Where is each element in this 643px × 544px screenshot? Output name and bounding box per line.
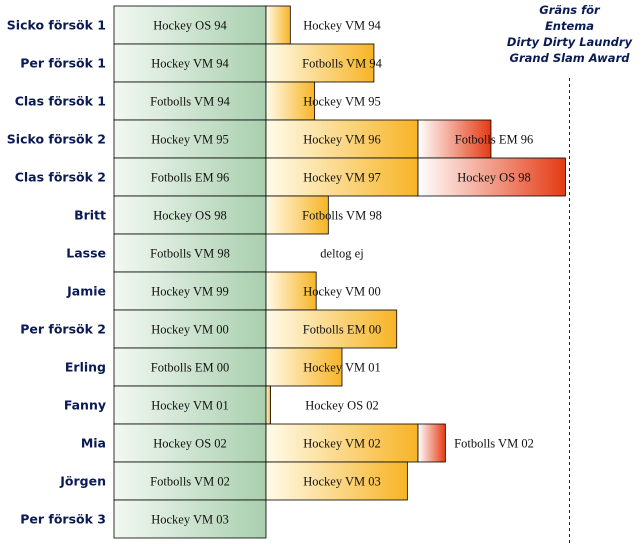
row-label: Sicko försök 1 — [7, 18, 106, 33]
bar-segment — [113, 309, 267, 349]
segment-label: Hockey OS 02 — [153, 437, 227, 451]
threshold-label-line: Grand Slam Award — [510, 51, 631, 65]
row-label: Per försök 3 — [20, 512, 106, 527]
segment-label: Hockey OS 94 — [153, 19, 227, 33]
row-label: Per försök 1 — [20, 56, 106, 71]
segment-label: Hockey OS 98 — [153, 209, 227, 223]
bar-segment — [265, 195, 329, 235]
segment-label: Hockey VM 99 — [151, 285, 229, 299]
bar-segment — [265, 5, 291, 45]
bar-segment — [265, 347, 343, 387]
bar-segment — [113, 385, 267, 425]
bar-segment — [417, 423, 446, 463]
row-label: Mia — [81, 436, 106, 451]
segment-label: Hockey OS 02 — [305, 399, 379, 413]
segment-label: Hockey VM 02 — [303, 437, 381, 451]
segment-label: Hockey VM 94 — [151, 57, 229, 71]
row-label: Clas försök 1 — [15, 94, 106, 109]
bar-segment — [113, 423, 267, 463]
segment-label: Fotbolls VM 98 — [150, 247, 230, 261]
segment-label: deltog ej — [320, 247, 363, 261]
segment-label: Hockey VM 00 — [151, 323, 229, 337]
bar-segment — [113, 347, 267, 387]
bar-segment — [113, 499, 267, 539]
segment-label: Hockey VM 01 — [303, 361, 381, 375]
segment-label: Fotbolls EM 96 — [455, 133, 534, 147]
row-label: Per försök 2 — [20, 322, 106, 337]
segment-label: Hockey VM 00 — [303, 285, 381, 299]
threshold-label-line: Entema — [545, 19, 594, 33]
segment-label: Fotbolls VM 94 — [150, 95, 230, 109]
segment-label: Fotbolls VM 02 — [150, 475, 230, 489]
bar-segment — [417, 157, 566, 197]
row-label: Sicko försök 2 — [7, 132, 106, 147]
bar-segment — [417, 119, 492, 159]
segment-label: Fotbolls EM 00 — [151, 361, 230, 375]
segment-label: Fotbolls VM 94 — [302, 57, 382, 71]
row-label: Fanny — [64, 398, 106, 413]
segment-label: Fotbolls EM 00 — [303, 323, 382, 337]
segment-label: Hockey VM 94 — [303, 19, 381, 33]
bar-segment — [113, 119, 267, 159]
bar-segment — [265, 157, 419, 197]
segment-label: Hockey VM 95 — [303, 95, 381, 109]
row-labels-layer: Sicko försök 1 Per försök 1 Clas försök 1 S… — [7, 18, 106, 527]
row-label: Jörgen — [59, 474, 106, 489]
segment-label: Fotbolls EM 96 — [151, 171, 230, 185]
row-label: Erling — [65, 360, 106, 375]
row-label: Britt — [74, 208, 106, 223]
bar-segment — [265, 43, 375, 83]
bar-segment — [265, 309, 398, 349]
bar-segment — [113, 233, 267, 273]
segment-label: Hockey VM 96 — [303, 133, 381, 147]
segment-label: Hockey VM 01 — [151, 399, 229, 413]
segment-label: Fotbolls VM 02 — [454, 437, 534, 451]
threshold-label-line: Dirty Dirty Laundry — [507, 35, 633, 49]
bar-segment — [265, 385, 271, 425]
bar-segment — [265, 423, 419, 463]
bar-segment — [113, 195, 267, 235]
bar-segment — [113, 43, 267, 83]
segment-label: Hockey VM 03 — [151, 513, 229, 527]
bar-segment — [265, 461, 408, 501]
segment-label: Fotbolls VM 98 — [302, 209, 382, 223]
segment-label: Hockey VM 03 — [303, 475, 381, 489]
segment-label: Hockey VM 95 — [151, 133, 229, 147]
segment-label: Hockey VM 97 — [303, 171, 381, 185]
bar-segment — [113, 81, 267, 121]
row-label: Jamie — [66, 284, 106, 299]
bar-segment — [113, 5, 267, 45]
segment-label: Hockey OS 98 — [457, 171, 531, 185]
row-label: Lasse — [66, 246, 106, 261]
bar-segment — [265, 271, 317, 311]
bars-layer: Hockey OS 94 Hockey VM 94 Hockey VM 94 Fotb… — [113, 5, 566, 539]
row-label: Clas försök 2 — [15, 170, 106, 185]
threshold-label-line: Gräns för — [539, 3, 601, 17]
